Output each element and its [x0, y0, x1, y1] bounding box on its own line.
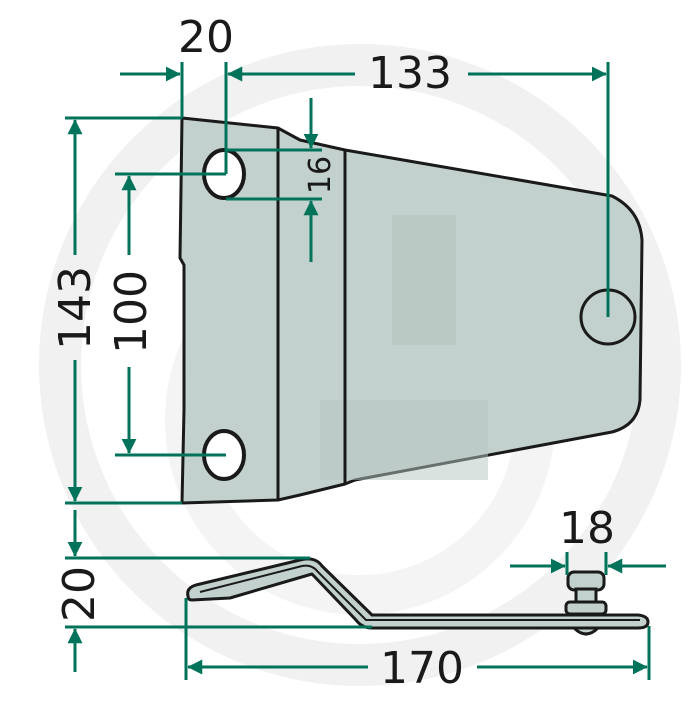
dim-label-hole-spacing: 100 [106, 270, 157, 354]
dim-label-bolt-width: 18 [559, 503, 615, 554]
dim-label-offset-height: 20 [54, 566, 105, 622]
dim-label-hole-offset: 20 [178, 12, 234, 63]
dim-label-hole-diameter: 16 [303, 156, 338, 194]
dim-label-overall-length: 170 [380, 643, 464, 694]
dim-label-hole-to-hole: 133 [368, 48, 452, 99]
top-view-dimensions [65, 62, 610, 505]
dim-label-overall-height: 143 [50, 266, 101, 350]
side-view-dimensions [65, 510, 666, 680]
blade-side-view [186, 557, 650, 636]
blade-top-view [178, 116, 644, 505]
mounting-bolt-icon [564, 570, 608, 636]
